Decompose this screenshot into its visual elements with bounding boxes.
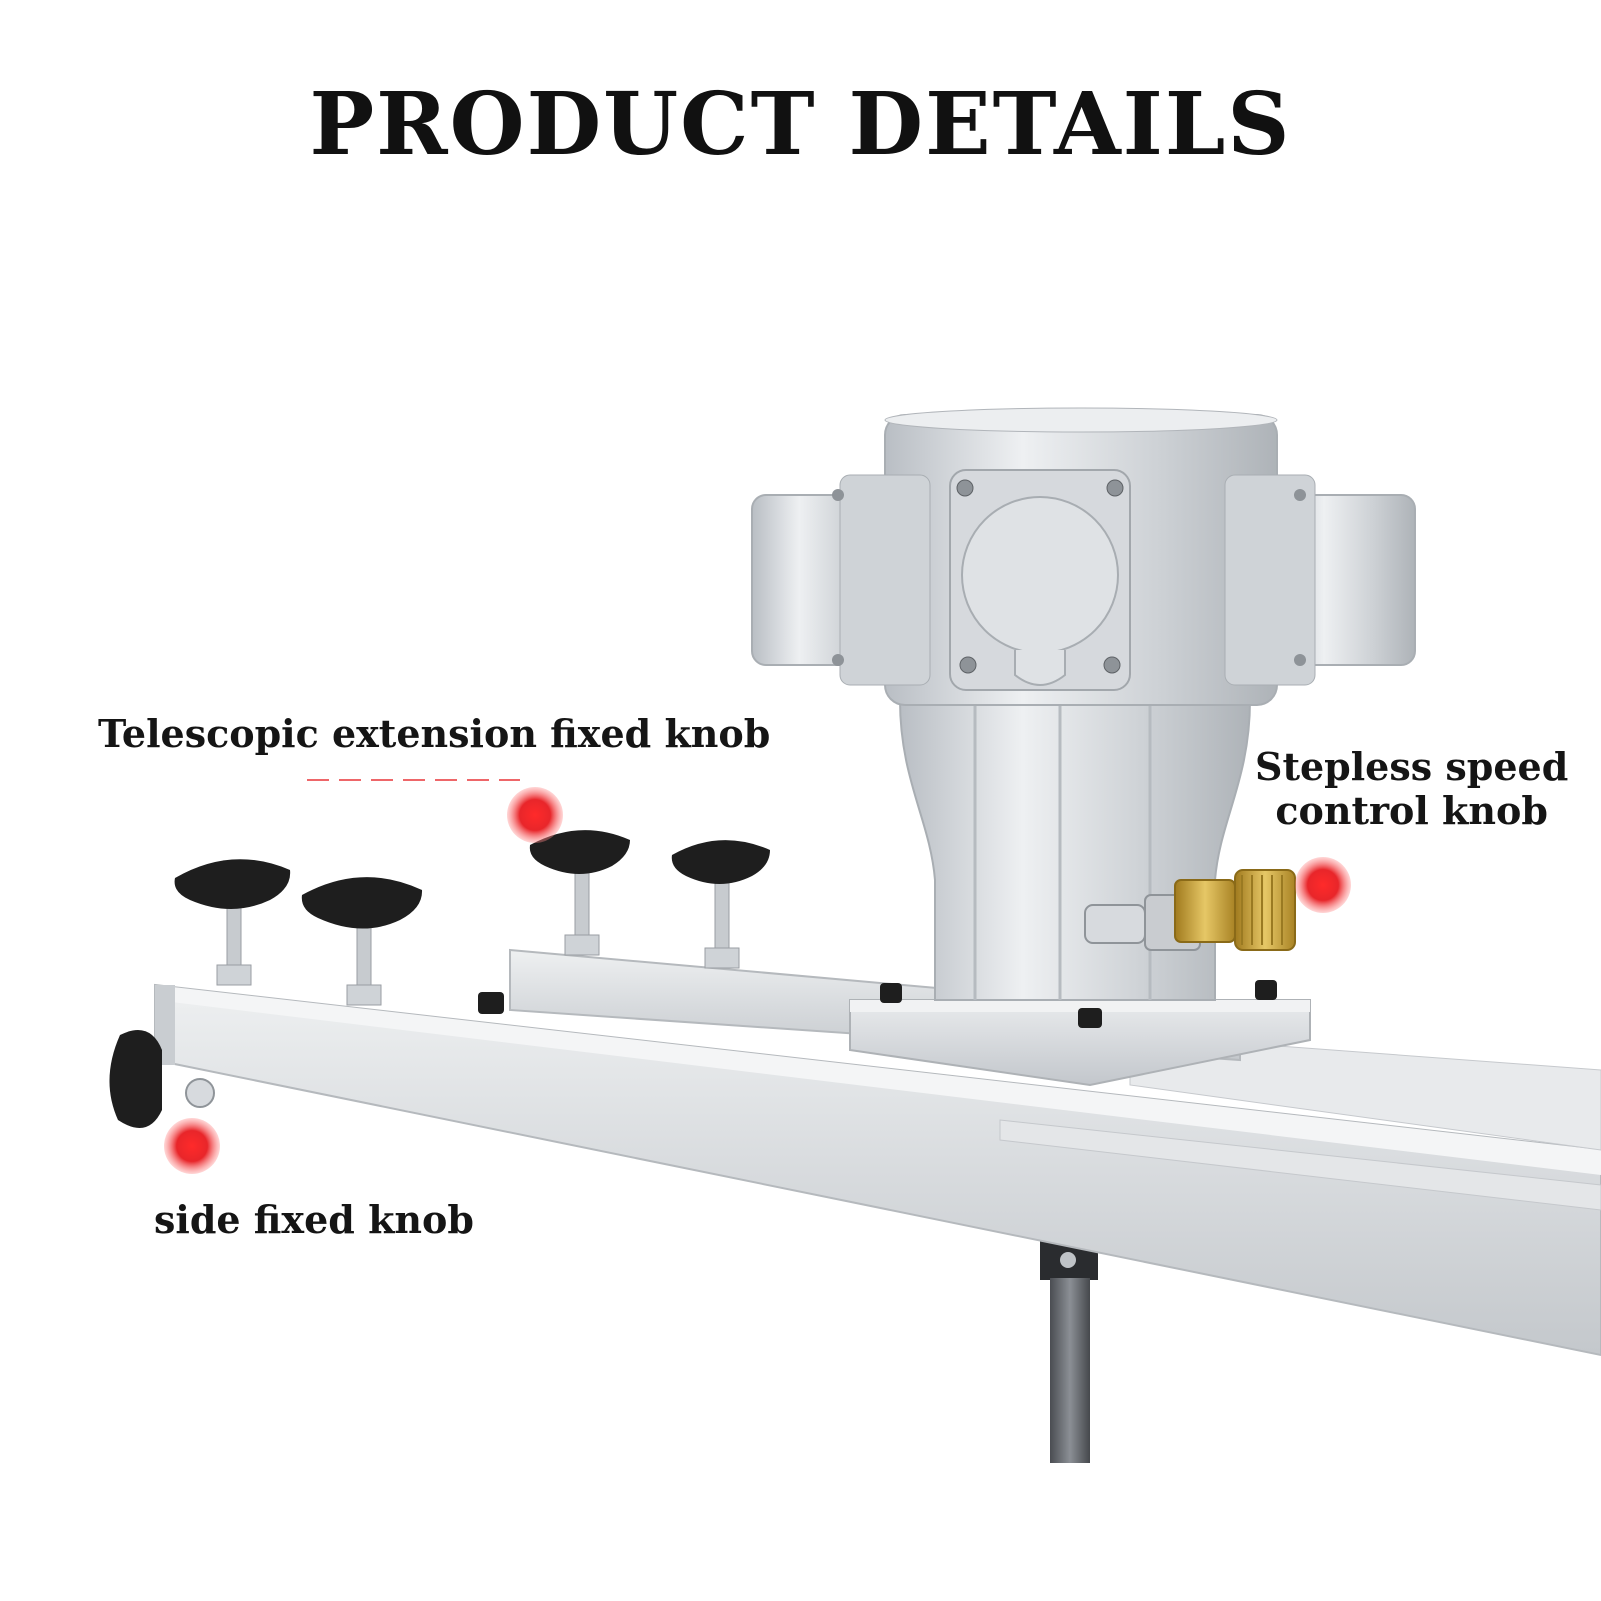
telescopic-knob-label: Telescopic extension fixed knob: [98, 711, 771, 756]
air-fitting: [1084, 869, 1296, 951]
main-rail: [154, 983, 1601, 1357]
vibrator-head: [751, 407, 1416, 1001]
star-knob-3: [529, 830, 630, 956]
stepless-marker-icon: [1295, 857, 1351, 913]
star-knob-2: [301, 877, 423, 1006]
stepless-knob-label-line1: Stepless speed: [1255, 744, 1569, 789]
base-plate: [849, 980, 1311, 1087]
telescopic-marker-icon: [507, 787, 563, 843]
side-knob-label: side fixed knob: [154, 1197, 474, 1242]
side-marker-icon: [164, 1118, 220, 1174]
support-pole: [1040, 1240, 1098, 1463]
page-title: PRODUCT DETAILS: [309, 74, 1292, 175]
star-knob-4: [671, 840, 770, 969]
star-knob-1: [174, 859, 291, 986]
side-knob: [109, 1030, 215, 1128]
stepless-knob-label: Stepless speed control knob: [1255, 745, 1568, 832]
stepless-knob-label-line2: control knob: [1275, 787, 1548, 833]
